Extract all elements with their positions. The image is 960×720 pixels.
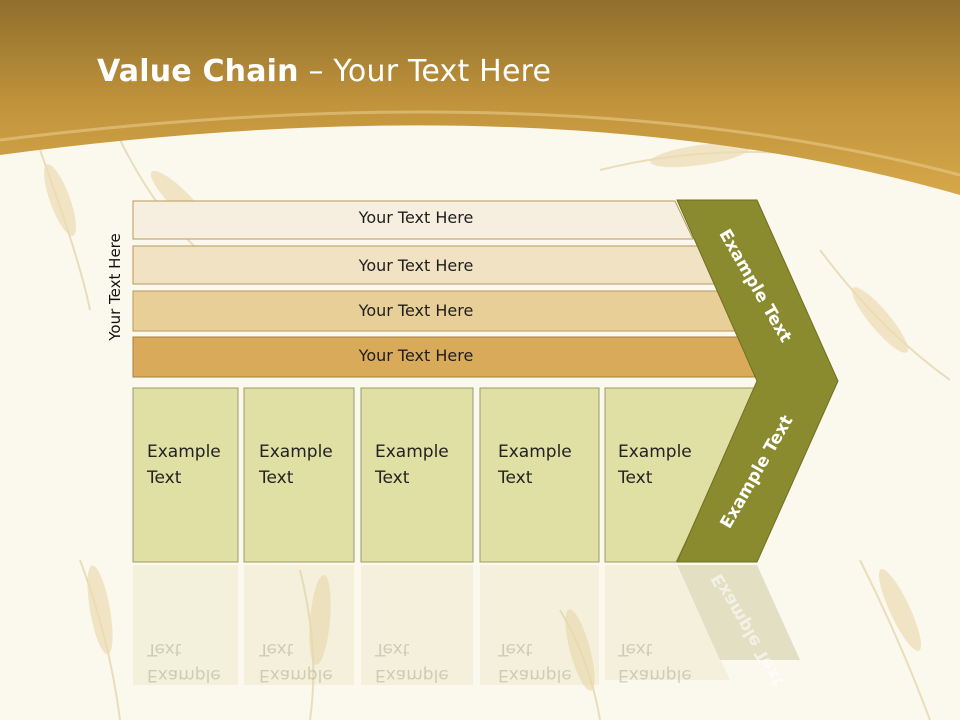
bar-label-2: Your Text Here	[358, 256, 474, 275]
reflection-line: Text	[498, 639, 533, 659]
box-label-5: Example Text	[618, 439, 692, 491]
box-reflection-1: Example Text	[147, 636, 221, 688]
box-label-1-line1: Example	[147, 442, 221, 462]
box-reflection-4: Example Text	[498, 636, 572, 688]
box-3	[360, 387, 474, 563]
box-reflection-5: Example Text	[618, 636, 692, 688]
reflection-line: Example	[259, 665, 333, 685]
bar-label-3: Your Text Here	[358, 301, 474, 320]
bar-label-1: Your Text Here	[358, 208, 474, 227]
reflection-line: Example	[498, 665, 572, 685]
chevron-arrow	[676, 199, 839, 563]
title-bold: Value Chain	[97, 54, 299, 89]
reflection-line: Text	[259, 639, 294, 659]
slide-title: Value Chain – Your Text Here	[97, 54, 551, 89]
box-label-2-line1: Example	[259, 442, 333, 462]
box-label-2-line2: Text	[259, 468, 294, 488]
box-label-5-line2: Text	[618, 468, 653, 488]
box-2	[243, 387, 355, 563]
bar-label-4: Your Text Here	[358, 346, 474, 365]
box-reflection-3: Example Text	[375, 636, 449, 688]
box-4	[479, 387, 600, 563]
reflection-line: Text	[618, 639, 653, 659]
box-5	[604, 387, 761, 563]
box-reflection-2: Example Text	[259, 636, 333, 688]
header-band	[0, 0, 960, 195]
box-label-4-line1: Example	[498, 442, 572, 462]
reflection-line: Text	[147, 639, 182, 659]
box-label-4: Example Text	[498, 439, 572, 491]
box-label-1: Example Text	[147, 439, 221, 491]
box-label-4-line2: Text	[498, 468, 533, 488]
reflection-line: Example	[375, 665, 449, 685]
box-label-3-line2: Text	[375, 468, 410, 488]
reflection-line: Text	[375, 639, 410, 659]
bar-1	[132, 200, 694, 240]
box-label-2: Example Text	[259, 439, 333, 491]
title-rest: – Your Text Here	[298, 54, 552, 89]
box-label-3-line1: Example	[375, 442, 449, 462]
reflection-line: Example	[147, 665, 221, 685]
box-label-3: Example Text	[375, 439, 449, 491]
box-label-5-line1: Example	[618, 442, 692, 462]
box-label-1-line2: Text	[147, 468, 182, 488]
box-1	[132, 387, 239, 563]
reflection-line: Example	[618, 665, 692, 685]
side-label: Your Text Here	[106, 233, 124, 341]
